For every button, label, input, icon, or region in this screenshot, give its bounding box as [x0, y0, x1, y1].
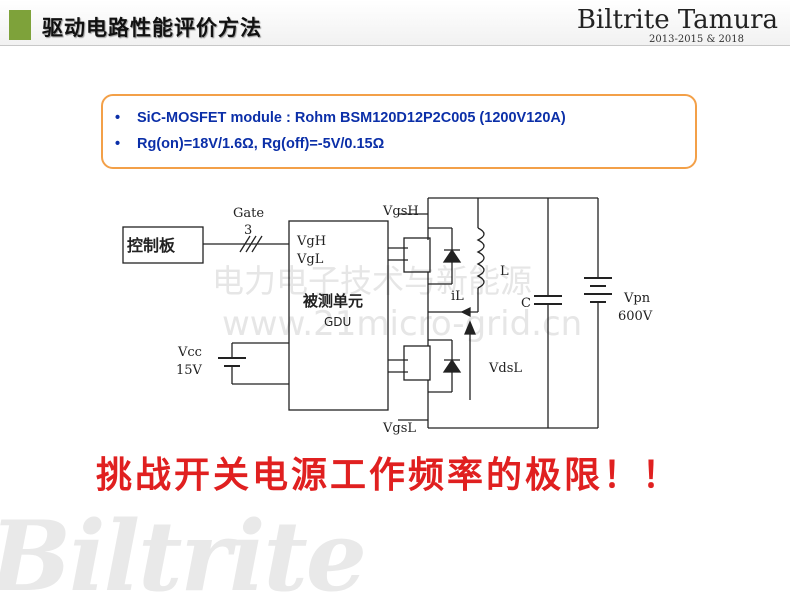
title-divider: [0, 45, 790, 46]
vcc-label: Vcc: [177, 345, 202, 360]
bullet-icon: •: [115, 136, 121, 152]
dut-label: 被测单元: [303, 292, 363, 310]
vgh-label: VgH: [296, 234, 326, 249]
control-board-label: 控制板: [127, 236, 176, 255]
spec-line-rg: • Rg(on)=18V/1.6Ω, Rg(off)=-5V/0.15Ω: [115, 136, 384, 152]
title-accent-block: [9, 10, 31, 40]
title-bar: 驱动电路性能评价方法 Biltrite Tamura 2013-2015 & 2…: [0, 0, 790, 46]
vgsh-label: VgsH: [382, 204, 419, 219]
circuit-diagram: 控制板 Gate 3 VgH VgL 被测单元 GDU Vcc 15V VgsH…: [122, 197, 653, 436]
slogan-text: 挑战开关电源工作频率的极限！！: [96, 454, 682, 496]
vgl-label: VgL: [296, 252, 324, 267]
inductor-label: L: [500, 264, 509, 279]
watermark-url: www.21micro-grid.cn: [222, 304, 583, 344]
spec-module-text: SiC-MOSFET module : Rohm BSM120D12P2C005…: [137, 110, 566, 126]
vdsl-label: VdsL: [488, 361, 522, 376]
spec-box: • SiC-MOSFET module : Rohm BSM120D12P2C00…: [101, 94, 697, 169]
vpn-label: Vpn: [623, 291, 651, 306]
vcc-value: 15V: [176, 363, 203, 378]
current-label: iL: [451, 289, 464, 304]
watermark-chinese: 电力电子技术与新能源: [212, 262, 533, 300]
slide-title: 驱动电路性能评价方法: [42, 16, 262, 40]
capacitor-label: C: [521, 296, 531, 311]
gate-count: 3: [244, 223, 252, 238]
gdu-label: GDU: [324, 315, 351, 329]
inductor-coil: [476, 227, 485, 289]
control-board-box: [122, 226, 204, 264]
spec-line-module: • SiC-MOSFET module : Rohm BSM120D12P2C00…: [115, 110, 566, 126]
vpn-value: 600V: [618, 309, 653, 324]
gdu-box: [288, 220, 389, 411]
brand-logo-text: Biltrite Tamura: [576, 5, 778, 35]
vgsl-label: VgsL: [382, 421, 416, 436]
bullet-icon: •: [115, 110, 121, 126]
spec-rg-text: Rg(on)=18V/1.6Ω, Rg(off)=-5V/0.15Ω: [137, 136, 385, 152]
gate-label: Gate: [233, 206, 264, 221]
brand-years: 2013-2015 & 2018: [649, 34, 744, 45]
